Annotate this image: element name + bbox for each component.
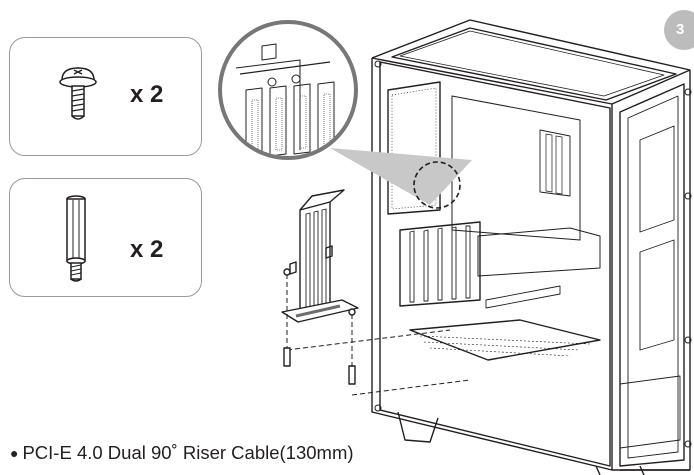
caption-bullet: ● [10,445,19,461]
screw-part-box: x 2 [9,37,202,156]
fastener-guides [286,274,471,396]
caption-text: PCI-E 4.0 Dual 90˚ Riser Cable(130mm) [22,442,354,463]
pc-case-illustration [371,19,692,475]
riser-bracket-illustration [281,189,359,323]
screw-icon [59,67,97,120]
standoff-part-box: x 2 [9,178,202,297]
fasteners [283,268,356,385]
standoff-quantity: x 2 [130,236,164,263]
screw-quantity: x 2 [130,81,164,108]
detail-zoom-callout [218,20,472,209]
standoff-icon [66,195,86,282]
part-caption: ●PCI-E 4.0 Dual 90˚ Riser Cable(130mm) [10,442,354,464]
step-number-badge: 3 [664,10,694,50]
